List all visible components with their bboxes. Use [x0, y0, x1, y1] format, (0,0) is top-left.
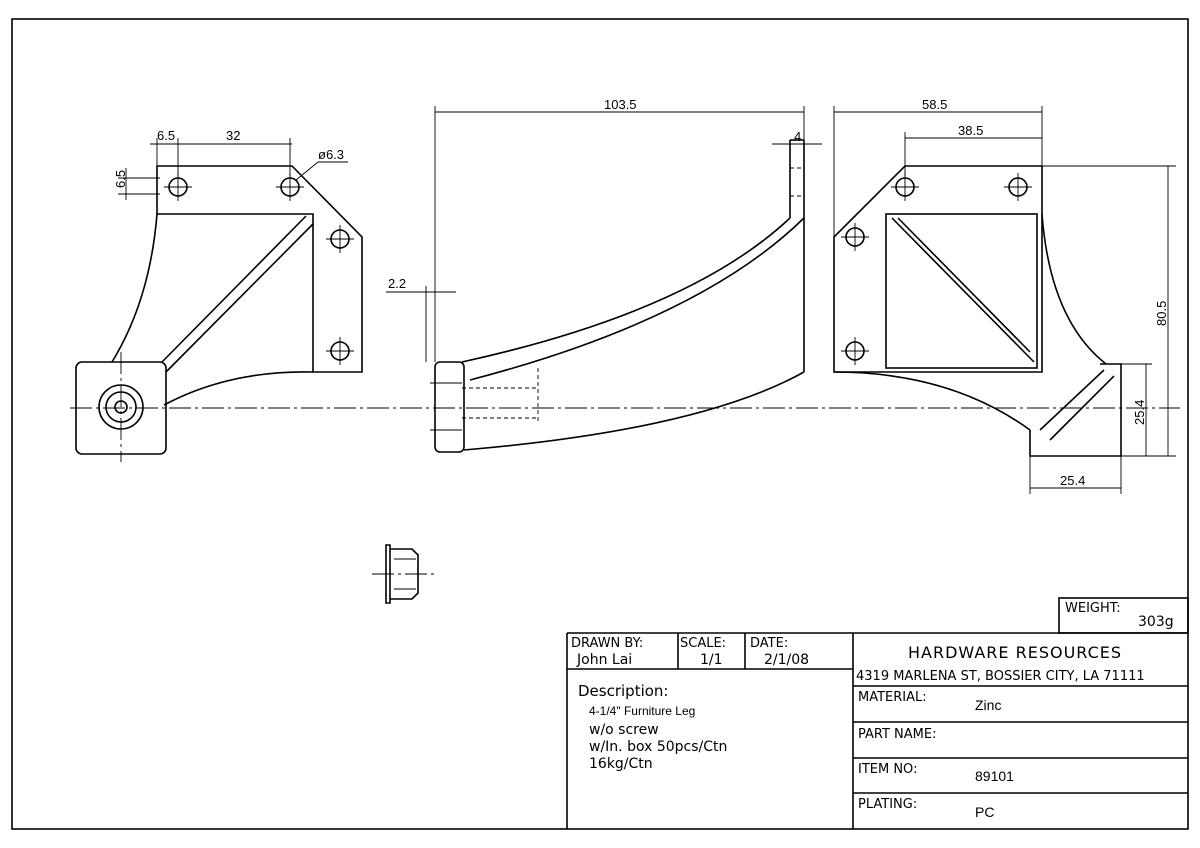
- dim-top-25-4-v: 25.4: [1132, 400, 1147, 425]
- title-block-lines: [566, 597, 1189, 829]
- material-value: Zinc: [975, 697, 1001, 713]
- description-label: Description:: [578, 682, 668, 700]
- company-name: HARDWARE RESOURCES: [908, 643, 1122, 662]
- date-value: 2/1/08: [764, 652, 809, 668]
- part-name-label: PART NAME:: [858, 727, 937, 742]
- date-label: DATE:: [750, 636, 788, 651]
- dim-top-38-5: 38.5: [958, 123, 983, 138]
- plating-label: PLATING:: [858, 797, 917, 812]
- dim-top-58-5: 58.5: [922, 97, 947, 112]
- description-line-4: 16kg/Ctn: [589, 756, 653, 772]
- sheet-border: [11, 18, 1189, 830]
- front-view: [75, 138, 363, 462]
- dim-front-hole-dia: ø6.3: [318, 147, 344, 162]
- material-label: MATERIAL:: [858, 690, 927, 705]
- dim-side-4: 4: [794, 129, 801, 144]
- item-no-label: ITEM NO:: [858, 762, 917, 777]
- side-view: [386, 106, 822, 453]
- dim-front-6-5-h: 6.5: [157, 128, 175, 143]
- weight-label: WEIGHT:: [1065, 601, 1121, 616]
- dim-front-6-5-v: 6.5: [113, 170, 128, 188]
- cap-detail: [372, 544, 434, 604]
- weight-value: 303g: [1138, 614, 1174, 630]
- top-view: [833, 106, 1176, 494]
- description-line-1: 4-1/4" Furniture Leg: [589, 704, 695, 718]
- scale-value: 1/1: [700, 652, 723, 668]
- scale-label: SCALE:: [680, 636, 726, 651]
- plating-value: PC: [975, 804, 994, 820]
- company-address: 4319 MARLENA ST, BOSSIER CITY, LA 71111: [856, 669, 1145, 684]
- drawn-by-value: John Lai: [576, 652, 632, 668]
- dim-top-25-4-h: 25.4: [1060, 473, 1085, 488]
- description-line-3: w/In. box 50pcs/Ctn: [589, 739, 727, 755]
- dim-front-32: 32: [226, 128, 240, 143]
- drawn-by-label: DRAWN BY:: [571, 636, 643, 651]
- item-no-value: 89101: [975, 768, 1014, 784]
- dim-top-80-5: 80.5: [1154, 301, 1169, 326]
- dim-side-2-2: 2.2: [388, 276, 406, 291]
- dim-side-103-5: 103.5: [604, 97, 637, 112]
- description-line-2: w/o screw: [589, 722, 659, 738]
